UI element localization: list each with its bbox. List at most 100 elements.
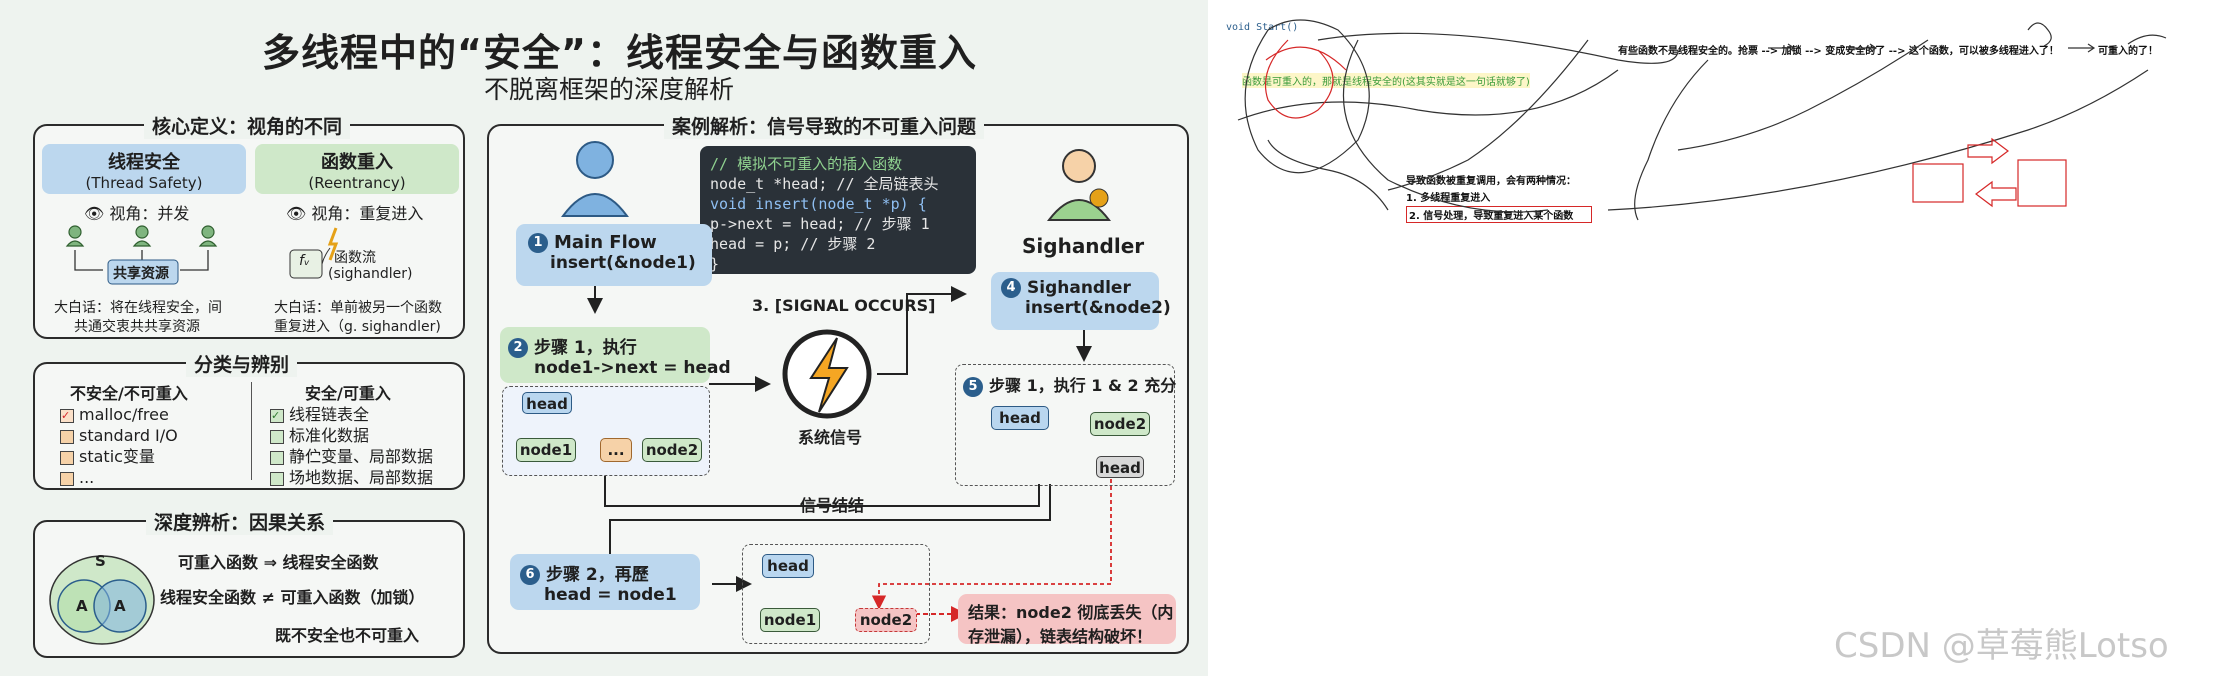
main-flow-user-icon [561,141,629,217]
infographic-image: 多线程中的“安全”：线程安全与函数重入 不脱离框架的深度解析 核心定义：视角的不… [0,0,1208,676]
checkbox-icon [270,450,284,465]
unsafe-heading: 不安全/不可重入 [70,384,188,403]
reenter-view: 👁 视角：重复进入 [286,204,424,223]
result-line-2: 存泄漏），链表结构破坏！ [968,627,1153,646]
safe-item: ✓线程链表全 [270,405,370,424]
thread-safety-title: 线程安全 [108,152,180,173]
classification-divider [251,382,252,480]
shared-resource-box [107,259,179,285]
pen-strokes [1237,19,2167,221]
unsafe-item: ✓malloc/free [60,405,169,424]
step-number: 1 [528,233,548,253]
step-number: 4 [1001,278,1021,298]
checkbox-icon [270,429,284,444]
infographic-subtitle: 不脱离框架的深度解析 [484,75,735,104]
function-flow-sub: (sighandler) [328,266,413,282]
venn-diagram [49,555,155,645]
unsafe-item: standard I/O [60,425,178,446]
safe-list: ✓线程链表全 标准化数据 静伫变量、局部数据 场地数据、局部数据 [270,404,433,488]
code-line: node_t *head; // 全局链表头 [710,175,939,193]
code-line: void insert(node_t *p) { [710,195,927,213]
top-note: 有些函数不是线程安全的。抢票 --> 加锁 --> 变成安全的了 --> 这个函… [1618,46,2059,57]
case-analysis-title: 案例解析：信号导致的不可重入问题 [664,112,985,139]
list-heading: 导致函数被重复调用，会有两种情况： [1406,176,1576,187]
concurrency-view: 👁 视角：并发 [84,204,190,223]
checked-icon: ✓ [60,408,74,423]
step-5-box [955,364,1175,486]
main-flow-call: insert(&node1) [550,253,696,273]
node-head: head [1096,456,1144,478]
notes-canvas[interactable]: void Start() 函数是可重入的，那就是线程安全的(这其实就是这一句话就… [1208,0,2238,676]
checkbox-icon [60,450,74,465]
checked-icon: ✓ [270,408,284,423]
function-flow-label: 函数流 [334,250,376,266]
sighandler-user-icon [1046,149,1112,221]
reentrancy-title: 函数重入 [321,152,393,173]
node-dots: ... [600,438,632,462]
case-flow-graphics [561,141,1112,622]
classification-title: 分类与辨别 [186,350,298,377]
watermark: CSDN @草莓熊Lotso [1834,626,2169,666]
function-symbol: fᵥ [299,253,310,269]
venn-label-a2: A [114,597,126,615]
system-signal-label: 系统信号 [798,428,863,447]
depth-line-3: 既不安全也不可重入 [275,626,420,645]
node-head: head [762,554,814,578]
eye-icon: 👁 [84,204,110,223]
code-line: // 模拟不可重入的插入函数 [710,155,903,173]
lightning-icon [327,227,339,261]
depth-line-2: 线程安全函数 ≠ 可重入函数（加锁） [160,588,425,607]
core-definition-graphics [65,225,339,285]
list-item-1: 1. 多线程重复进入 [1406,193,1491,204]
top-note-end: 可重入的了！ [2098,46,2158,57]
pen-scribbles [1237,19,2167,221]
result-line-1: 结果：node2 彻底丢失（内 [968,603,1174,622]
venn-circle-right [93,579,147,633]
red-pen-strokes [1264,39,2067,208]
thread-safety-header: 线程安全 (Thread Safety) [42,144,246,194]
safe-heading: 安全/可重入 [305,384,391,403]
unsafe-item: static变量 [60,446,178,467]
signal-lightning-icon [782,329,872,419]
list-item-2: 2. 信号处理，导致重复进入某个函数 [1406,206,1593,223]
safe-item: 场地数据、局部数据 [270,467,433,488]
step-6-list-box [742,544,930,644]
node-head: head [991,406,1049,430]
thread-safety-note-1: 大白话：将在线程安全，间 [54,300,222,316]
node-node2-lost: node2 [855,608,917,632]
step-number: 5 [963,376,983,397]
reentrancy-en: (Reentrancy) [308,174,406,192]
code-snippet: // 模拟不可重入的插入函数 node_t *head; // 全局链表头 vo… [700,146,976,274]
sighandler-label: Sighandler [1022,234,1145,258]
reentry-arrow [321,247,331,265]
arrow-left-icon [1975,180,2017,208]
signal-end-label: 信号结结 [800,496,865,515]
checkbox-icon [60,429,74,444]
step-number: 2 [508,338,528,358]
code-line: } [710,255,720,273]
arrow-right-icon [1967,137,2009,165]
reentrancy-header: 函数重入 (Reentrancy) [255,144,459,194]
venn-label-s: S [95,552,106,570]
unsafe-list: ✓malloc/free standard I/O static变量 ... [60,404,178,488]
thread-safety-en: (Thread Safety) [85,174,203,192]
unsafe-item: ... [60,467,178,488]
signal-occurs-label: 3. [SIGNAL OCCURS] [752,296,936,315]
reentrancy-note-1: 大白话：单前被另一个函数 [274,300,442,316]
red-box-left [1912,163,1964,203]
reentrancy-note-2: 重复进入（g. sighandler) [274,319,441,335]
depth-line-1: 可重入函数 ⇒ 线程安全函数 [178,553,379,572]
node-head: head [522,392,572,414]
checkbox-icon [270,471,284,486]
eye-icon: 👁 [286,204,312,223]
node-node2: node2 [1090,412,1150,436]
thread-user-icons [65,225,218,247]
code-line: p->next = head; // 步骤 1 [710,215,930,233]
core-definition-title: 核心定义：视角的不同 [144,112,351,139]
checkbox-icon [60,471,74,486]
venn-label-a1: A [76,597,88,615]
